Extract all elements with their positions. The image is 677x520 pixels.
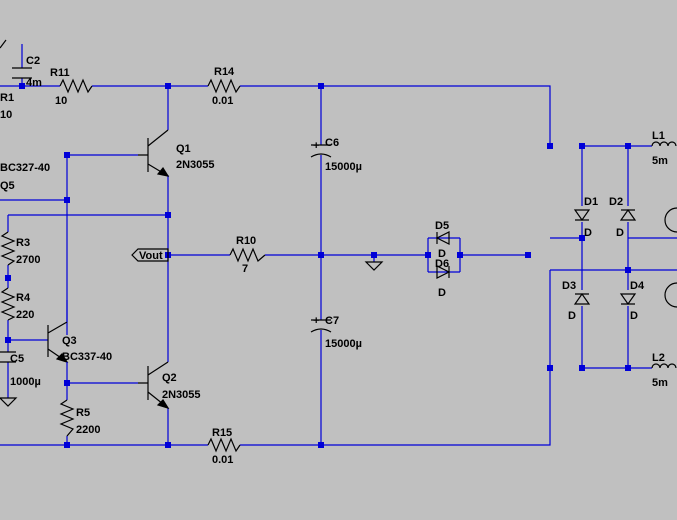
diode-d5[interactable]: D5 D	[435, 220, 450, 260]
r4-ref: R4	[16, 292, 31, 304]
vout-label: Vout	[139, 250, 163, 262]
d4-ref: D4	[630, 280, 645, 292]
r5-ref: R5	[76, 407, 90, 419]
transistor-q3[interactable]: Q3 BC337-40	[47, 300, 112, 375]
l2-value: 5m	[652, 377, 668, 389]
c5-value: 1000µ	[10, 376, 41, 388]
c7-ref: C7	[325, 315, 339, 327]
resistor-r1[interactable]: R1 10	[0, 92, 14, 121]
d2-ref: D2	[609, 196, 623, 208]
diode-d2[interactable]: D2 D	[609, 196, 637, 239]
capacitor-c7[interactable]: + C7 15000µ	[310, 315, 362, 350]
transistor-q2[interactable]: Q2 2N3055	[138, 361, 201, 410]
r3-ref: R3	[16, 237, 30, 249]
q2-value: 2N3055	[162, 389, 201, 401]
resistor-r15[interactable]: R15 0.01	[207, 427, 241, 466]
resistor-r3[interactable]: R3 2700	[0, 231, 40, 266]
r1-ref: R1	[0, 92, 14, 104]
r1-value: 10	[0, 109, 12, 121]
ground-icon	[364, 261, 384, 271]
c2-value: 4m	[26, 77, 42, 89]
d1-value: D	[584, 227, 592, 239]
junction-dots	[5, 83, 631, 448]
inductor-l1[interactable]: L1 5m	[651, 130, 677, 167]
d5-ref: D5	[435, 220, 449, 232]
d2-value: D	[616, 227, 624, 239]
capacitor-c2[interactable]: C2 4m	[0, 39, 42, 89]
q5-ref: Q5	[0, 180, 15, 192]
resistor-r4[interactable]: R4 220	[0, 287, 34, 321]
d3-value: D	[568, 310, 576, 322]
resistor-r5[interactable]: R5 2200	[59, 399, 100, 437]
diode-d3[interactable]: D3 D	[562, 280, 591, 322]
q5-value: BC327-40	[0, 162, 50, 174]
resistor-r10[interactable]: R10 7	[229, 235, 266, 275]
q2-ref: Q2	[162, 372, 177, 384]
transistor-q1[interactable]: Q1 2N3055	[138, 129, 215, 177]
c6-plus: +	[313, 140, 319, 152]
r11-ref: R11	[50, 67, 70, 79]
d3-ref: D3	[562, 280, 576, 292]
r14-value: 0.01	[212, 95, 233, 107]
q3-ref: Q3	[62, 335, 77, 347]
r10-ref: R10	[236, 235, 256, 247]
l1-ref: L1	[652, 130, 665, 142]
r15-value: 0.01	[212, 454, 233, 466]
d6-value: D	[438, 287, 446, 299]
wires	[0, 44, 677, 446]
diode-d1[interactable]: D1 D	[573, 196, 598, 239]
c7-value: 15000µ	[325, 338, 362, 350]
transistor-q5[interactable]: BC327-40 Q5	[0, 162, 50, 192]
source-partial-top	[664, 207, 677, 233]
c6-ref: C6	[325, 137, 339, 149]
c6-value: 15000µ	[325, 161, 362, 173]
diode-d6[interactable]: D6 D	[435, 258, 451, 299]
l1-value: 5m	[652, 155, 668, 167]
d1-ref: D1	[584, 196, 598, 208]
d5-value: D	[438, 248, 446, 260]
r3-value: 2700	[16, 254, 40, 266]
q1-ref: Q1	[176, 143, 191, 155]
r11-value: 10	[55, 95, 67, 107]
inductor-l2[interactable]: L2 5m	[651, 352, 677, 389]
d6-ref: D6	[435, 258, 449, 270]
vout-net-label[interactable]: Vout	[131, 248, 169, 262]
d4-value: D	[630, 310, 638, 322]
resistor-r14[interactable]: R14 0.01	[207, 66, 241, 107]
c7-plus: +	[313, 315, 319, 327]
q1-value: 2N3055	[176, 159, 215, 171]
capacitor-c6[interactable]: + C6 15000µ	[310, 137, 362, 173]
r10-value: 7	[242, 263, 248, 275]
capacitor-c5[interactable]: C5 1000µ	[0, 351, 41, 407]
q3-value: BC337-40	[62, 351, 112, 363]
resistor-r11[interactable]: R11 10	[50, 67, 93, 107]
r5-value: 2200	[76, 424, 100, 436]
source-partial-bottom	[664, 282, 677, 308]
r4-value: 220	[16, 309, 34, 321]
r14-ref: R14	[214, 66, 235, 78]
c2-ref: C2	[26, 55, 40, 67]
diode-d4[interactable]: D4 D	[619, 280, 645, 322]
c5-ref: C5	[10, 353, 24, 365]
r15-ref: R15	[212, 427, 232, 439]
l2-ref: L2	[652, 352, 665, 364]
